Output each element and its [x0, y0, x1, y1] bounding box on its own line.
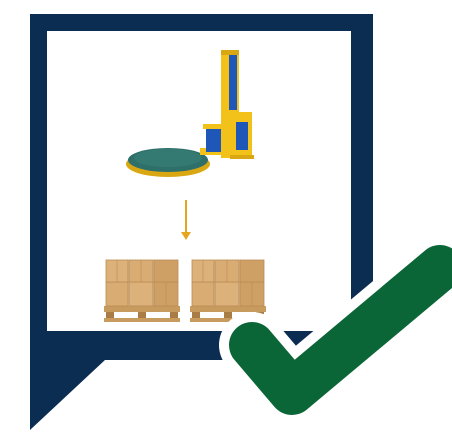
pallet-wrapping-machine-icon [126, 50, 254, 177]
boxed-pallet-icon [104, 259, 180, 322]
down-arrow-icon [181, 200, 191, 240]
speech-bubble-icon [30, 14, 373, 430]
boxed-pallet-icon [190, 259, 266, 322]
checkmark-icon [219, 235, 452, 425]
